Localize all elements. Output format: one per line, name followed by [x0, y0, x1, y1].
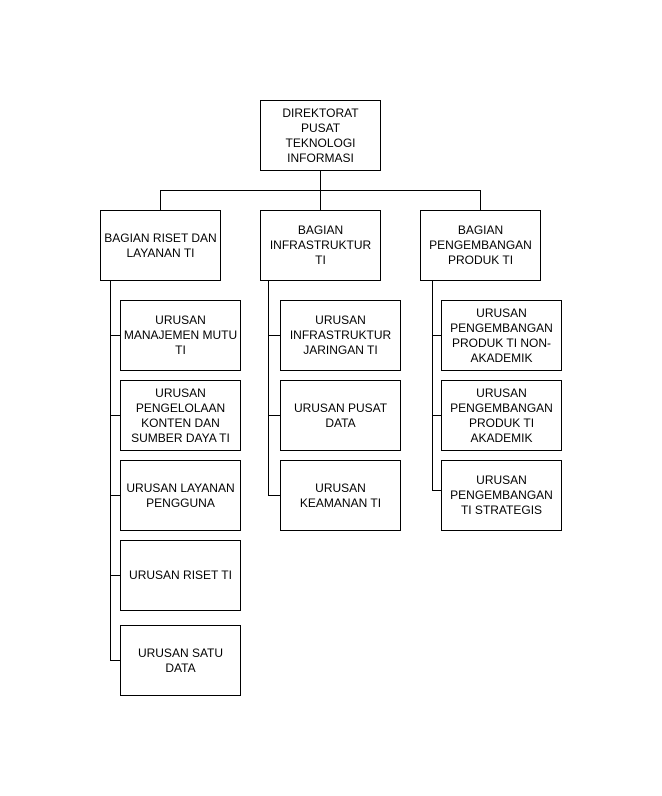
unit-node: URUSAN PENGELOLAAN KONTEN DAN SUMBER DAY…	[120, 380, 241, 451]
unit-label: URUSAN PENGEMBANGAN PRODUK TI AKADEMIK	[450, 385, 553, 445]
connector-unit-2-1	[268, 335, 281, 336]
unit-label: URUSAN PENGELOLAAN KONTEN DAN SUMBER DAY…	[131, 385, 230, 445]
root-node: DIREKTORAT PUSAT TEKNOLOGI INFORMASI	[260, 100, 381, 171]
connector-unit-1-4	[110, 575, 121, 576]
connector-root-down	[320, 170, 321, 191]
unit-label: URUSAN PUSAT DATA	[293, 400, 388, 430]
unit-node: URUSAN KEAMANAN TI	[280, 460, 401, 531]
connector-unit-3-1	[432, 335, 442, 336]
unit-label: URUSAN RISET TI	[129, 568, 232, 582]
unit-node: URUSAN INFRASTRUKTUR JARINGAN TI	[280, 300, 401, 371]
connector-dept-2-spine	[268, 280, 269, 495]
connector-unit-1-1	[110, 335, 121, 336]
connector-dept-1-spine	[110, 280, 111, 660]
unit-label: URUSAN INFRASTRUKTUR JARINGAN TI	[289, 313, 392, 357]
unit-node: URUSAN PENGEMBANGAN TI STRATEGIS	[441, 460, 562, 531]
unit-label: URUSAN SATU DATA	[137, 645, 224, 675]
unit-node: URUSAN MANAJEMEN MUTU TI	[120, 300, 241, 371]
connector-unit-3-2	[432, 415, 442, 416]
connector-unit-3-3	[432, 490, 442, 491]
unit-node: URUSAN RISET TI	[120, 540, 241, 611]
unit-node: URUSAN PENGEMBANGAN PRODUK TI NON-AKADEM…	[441, 300, 562, 371]
connector-unit-1-5	[110, 660, 121, 661]
unit-node: URUSAN LAYANAN PENGGUNA	[120, 460, 241, 531]
unit-node: URUSAN PENGEMBANGAN PRODUK TI AKADEMIK	[441, 380, 562, 451]
department-label: BAGIAN INFRASTRUKTUR TI	[269, 223, 372, 267]
connector-dept-1	[160, 190, 161, 211]
connector-unit-1-2	[110, 415, 121, 416]
root-node-label: DIREKTORAT PUSAT TEKNOLOGI INFORMASI	[282, 105, 359, 165]
unit-node: URUSAN PUSAT DATA	[280, 380, 401, 451]
unit-label: URUSAN PENGEMBANGAN TI STRATEGIS	[450, 473, 553, 517]
unit-label: URUSAN LAYANAN PENGGUNA	[126, 480, 235, 510]
connector-unit-2-2	[268, 415, 281, 416]
department-label: BAGIAN RISET DAN LAYANAN TI	[104, 230, 217, 260]
unit-node: URUSAN SATU DATA	[120, 625, 241, 696]
connector-unit-2-3	[268, 495, 281, 496]
connector-dept-2	[320, 190, 321, 211]
connector-dept-3-spine	[432, 280, 433, 490]
department-node-riset-layanan: BAGIAN RISET DAN LAYANAN TI	[100, 210, 221, 281]
unit-label: URUSAN PENGEMBANGAN PRODUK TI NON-AKADEM…	[450, 305, 553, 365]
department-label: BAGIAN PENGEMBANGAN PRODUK TI	[429, 223, 532, 267]
department-node-infrastruktur: BAGIAN INFRASTRUKTUR TI	[260, 210, 381, 281]
connector-unit-1-3	[110, 495, 121, 496]
department-node-pengembangan: BAGIAN PENGEMBANGAN PRODUK TI	[420, 210, 541, 281]
connector-dept-3	[480, 190, 481, 211]
unit-label: URUSAN KEAMANAN TI	[299, 480, 382, 510]
unit-label: URUSAN MANAJEMEN MUTU TI	[123, 313, 238, 357]
